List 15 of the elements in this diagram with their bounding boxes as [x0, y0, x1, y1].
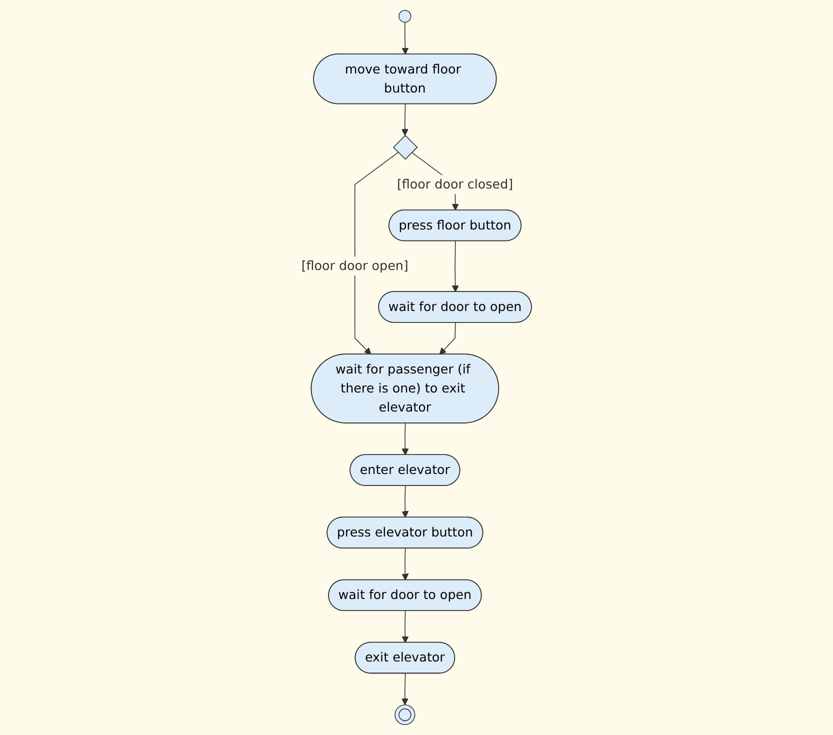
arrow	[452, 240, 459, 292]
node-circle	[398, 10, 412, 23]
arrow	[402, 610, 409, 643]
arrow	[402, 486, 409, 518]
arrow	[402, 22, 409, 55]
arrow	[354, 152, 399, 355]
node-diamond	[393, 134, 418, 160]
arrow	[402, 104, 409, 136]
edge-label: [floor door open]	[301, 258, 408, 274]
arrow	[402, 422, 409, 456]
edge-label: [floor door closed]	[397, 176, 514, 192]
arrow	[402, 673, 409, 706]
node-circle	[394, 704, 416, 726]
arrow	[439, 322, 456, 355]
arrow	[402, 548, 409, 580]
